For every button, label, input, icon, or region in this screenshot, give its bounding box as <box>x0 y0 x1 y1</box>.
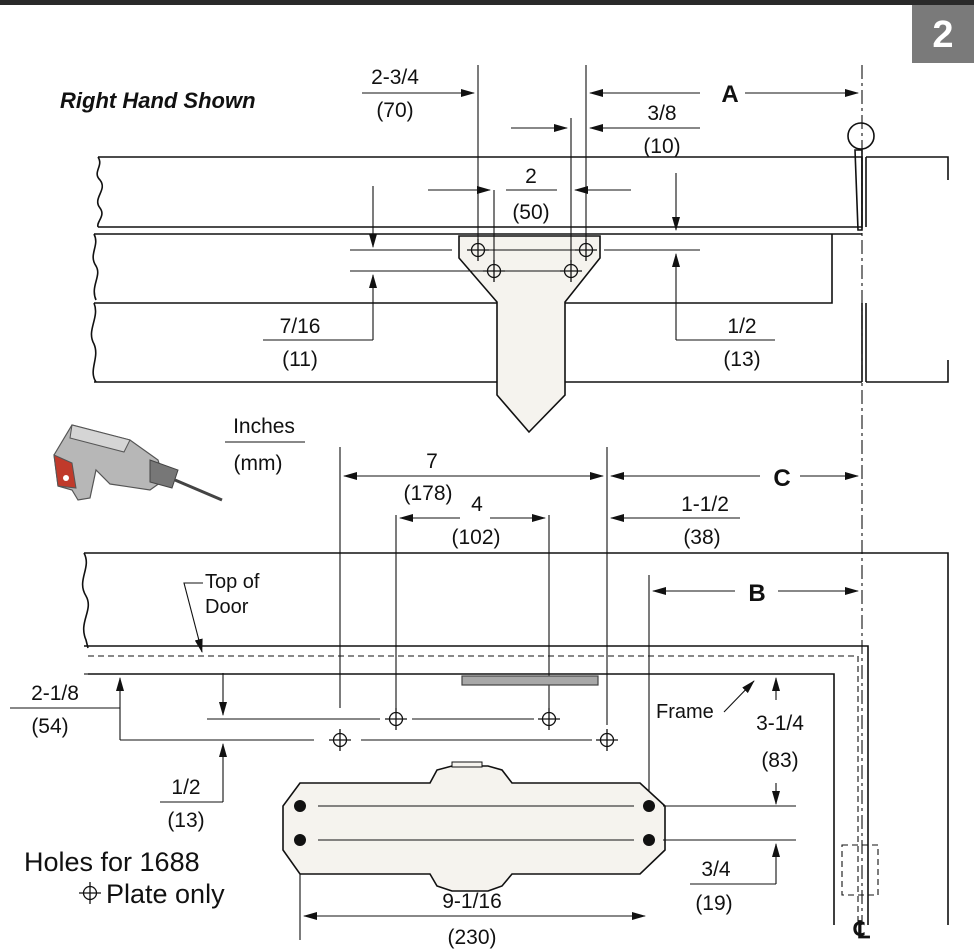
dim-7: 7 <box>426 450 438 473</box>
hinge-outline <box>841 844 879 896</box>
holes-note-line-2: Plate only <box>106 879 225 909</box>
header-bar <box>0 0 974 5</box>
dim-4-mm: (102) <box>451 526 500 549</box>
dim-2-1-8-mm: (54) <box>31 715 68 738</box>
dim-2-mm: (50) <box>512 201 549 224</box>
dim-7-16: 7/16 <box>280 315 321 338</box>
dim-9-1-16-mm: (230) <box>447 926 496 949</box>
door-hole-icon <box>537 707 561 731</box>
dim-2: 2 <box>525 165 537 188</box>
dim-1-1-2: 1-1/2 <box>681 493 729 516</box>
units-inches: Inches <box>233 415 295 438</box>
dim-C-label: C <box>773 465 790 492</box>
units-mm: (mm) <box>234 452 283 475</box>
step-number: 2 <box>932 14 953 56</box>
holes-note-line-1: Holes for 1688 <box>24 847 200 877</box>
diagram-title: Right Hand Shown <box>60 88 256 113</box>
bottom-door <box>81 552 949 925</box>
door-closer-body <box>282 765 666 892</box>
closer-hole-icon <box>294 834 306 846</box>
dim-2-3-4-mm: (70) <box>376 99 413 122</box>
dim-1-2-bottom-mm: (13) <box>167 809 204 832</box>
dim-3-4: 3/4 <box>701 858 731 881</box>
dim-7-mm: (178) <box>403 482 452 505</box>
dim-3-1-4-mm: (83) <box>761 749 798 772</box>
top-frame-header <box>96 122 875 231</box>
dim-1-2-bottom: 1/2 <box>171 776 200 799</box>
arm-bracket <box>461 675 599 686</box>
dim-A-label: A <box>721 81 738 108</box>
dim-3-4-mm: (19) <box>695 892 732 915</box>
dim-1-1-2-mm: (38) <box>683 526 720 549</box>
pivot-circle <box>847 122 875 150</box>
plate-hole-symbol-icon <box>78 881 102 905</box>
door-hole-icon <box>384 707 408 731</box>
mounting-plate <box>458 235 601 434</box>
dim-7-16-mm: (11) <box>282 348 318 371</box>
top-of-door-label-1: Top of <box>205 571 260 593</box>
top-of-door-label-2: Door <box>205 596 249 618</box>
centerline-symbol: ℄ <box>853 917 870 944</box>
door-hole-icon <box>328 728 352 752</box>
dim-4: 4 <box>471 493 483 516</box>
closer-hole-icon <box>294 800 306 812</box>
dim-2-1-8: 2-1/8 <box>31 682 79 705</box>
dim-1-2-top: 1/2 <box>727 315 756 338</box>
step-badge: 2 <box>912 5 974 63</box>
dim-3-1-4: 3-1/4 <box>756 712 804 735</box>
closer-hole-icon <box>643 800 655 812</box>
drill-icon <box>53 424 223 502</box>
dim-3-8: 3/8 <box>647 102 676 125</box>
door-hole-icon <box>595 728 619 752</box>
frame-label: Frame <box>656 701 714 723</box>
dim-B-label: B <box>748 580 765 607</box>
closer-hole-icon <box>643 834 655 846</box>
dim-9-1-16: 9-1/16 <box>442 890 502 913</box>
top-jamb <box>865 156 949 383</box>
dim-2-3-4: 2-3/4 <box>371 66 419 89</box>
dim-1-2-top-mm: (13) <box>723 348 760 371</box>
dim-3-8-mm: (10) <box>643 135 680 158</box>
